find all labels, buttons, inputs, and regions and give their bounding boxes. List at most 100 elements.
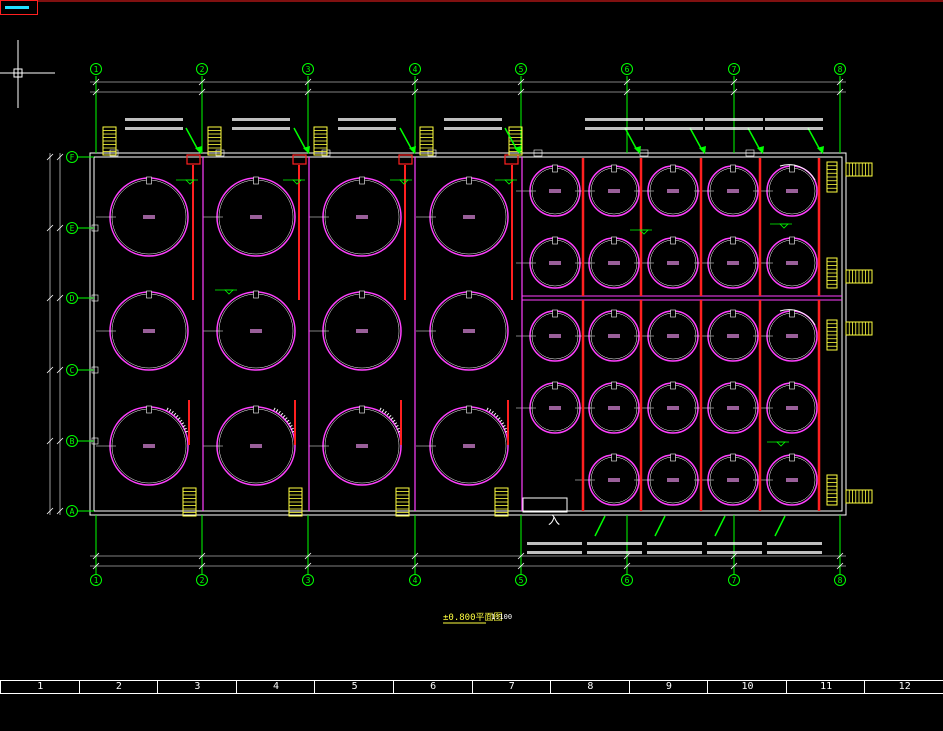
- axis-bubble-7-bottom: 7: [728, 574, 740, 586]
- svg-text:4: 4: [413, 65, 418, 74]
- tank-9: [203, 405, 296, 486]
- svg-text:C: C: [70, 366, 75, 375]
- ruler-cell-3: 3: [157, 681, 237, 693]
- tank-25: [694, 309, 759, 362]
- layout-tab-frame[interactable]: [0, 0, 38, 15]
- tank-14: [634, 164, 699, 217]
- svg-text:6: 6: [625, 576, 630, 585]
- axis-bubble-4-top: 4: [409, 63, 421, 75]
- axis-bubble-B: B: [66, 435, 78, 447]
- tank-10: [309, 405, 402, 486]
- axis-bubble-7-top: 7: [728, 63, 740, 75]
- tank-32: [575, 453, 640, 506]
- tank-27: [516, 381, 581, 434]
- tank-34: [694, 453, 759, 506]
- ruler-cell-2: 2: [78, 681, 159, 693]
- tank-19: [634, 236, 699, 289]
- partition-columns: [186, 154, 821, 511]
- spiral-stair-1: [273, 407, 296, 435]
- axis-bubble-5-bottom: 5: [515, 574, 527, 586]
- axis-bubble-D: D: [66, 292, 78, 304]
- tank-16: [753, 164, 818, 217]
- ruler-cell-1: 1: [0, 681, 80, 693]
- plan-title: ±0.800平面图: [443, 612, 503, 623]
- ruler-cell-11: 11: [785, 681, 866, 693]
- tank-1: [203, 176, 296, 257]
- axis-bubble-C: C: [66, 364, 78, 376]
- axis-bubble-E: E: [66, 222, 78, 234]
- axis-bubble-8-bottom: 8: [834, 574, 846, 586]
- spiral-stair-3: [486, 407, 509, 435]
- tank-31: [753, 381, 818, 434]
- axis-bubble-6-bottom: 6: [621, 574, 633, 586]
- svg-text:3: 3: [306, 576, 311, 585]
- tank-26: [753, 309, 818, 362]
- tank-20: [694, 236, 759, 289]
- ruler-cell-8: 8: [550, 681, 630, 693]
- tank-29: [634, 381, 699, 434]
- svg-text:A: A: [70, 507, 75, 516]
- tank-23: [575, 309, 640, 362]
- tanks-layer: [96, 164, 818, 506]
- tank-11: [416, 405, 509, 486]
- axis-bubble-1-top: 1: [90, 63, 102, 75]
- ruler-cell-5: 5: [314, 681, 394, 693]
- tank-35: [753, 453, 818, 506]
- svg-text:6: 6: [625, 65, 630, 74]
- tank-21: [753, 236, 818, 289]
- tank-5: [203, 290, 296, 371]
- svg-text:3: 3: [306, 65, 311, 74]
- axis-bubble-2-bottom: 2: [196, 574, 208, 586]
- ruler-cell-9: 9: [628, 681, 709, 693]
- spiral-stair-2: [379, 407, 402, 435]
- axis-bubble-6-top: 6: [621, 63, 633, 75]
- tank-12: [516, 164, 581, 217]
- tank-3: [416, 176, 509, 257]
- svg-text:7: 7: [732, 576, 737, 585]
- entrance-door: 入: [522, 497, 568, 527]
- svg-text:2: 2: [200, 65, 205, 74]
- tank-17: [516, 236, 581, 289]
- spiral-stair-0: [166, 407, 189, 435]
- annotation-leaders: [125, 118, 824, 554]
- stairs-layer: [102, 126, 873, 517]
- active-tab-indicator: [5, 6, 29, 9]
- axis-bubble-2-top: 2: [196, 63, 208, 75]
- tank-33: [634, 453, 699, 506]
- tank-8: [96, 405, 189, 486]
- ruler-cell-6: 6: [392, 681, 473, 693]
- dimension-lines: [46, 78, 846, 570]
- axis-bubble-1-bottom: 1: [90, 574, 102, 586]
- svg-text:1: 1: [94, 576, 99, 585]
- svg-text:7: 7: [732, 65, 737, 74]
- ruler-cell-4: 4: [235, 681, 316, 693]
- entrance-label: 入: [548, 513, 560, 527]
- ruler-cell-12: 12: [864, 681, 943, 693]
- svg-text:1: 1: [94, 65, 99, 74]
- axis-bubble-3-top: 3: [302, 63, 314, 75]
- svg-text:E: E: [70, 224, 75, 233]
- svg-text:8: 8: [838, 576, 843, 585]
- ruler-cell-10: 10: [707, 681, 787, 693]
- svg-text:D: D: [70, 294, 75, 303]
- tank-4: [96, 290, 189, 371]
- tank-24: [634, 309, 699, 362]
- svg-text:F: F: [70, 153, 75, 162]
- crosshair-cursor: [0, 40, 55, 108]
- svg-text:8: 8: [838, 65, 843, 74]
- svg-text:2: 2: [200, 576, 205, 585]
- tank-13: [575, 164, 640, 217]
- tank-7: [416, 290, 509, 371]
- tank-30: [694, 381, 759, 434]
- axis-bubble-F: F: [66, 151, 78, 163]
- svg-text:5: 5: [519, 65, 524, 74]
- axis-bubble-4-bottom: 4: [409, 574, 421, 586]
- plan-scale: 1:100: [491, 613, 512, 621]
- plan-title-block: ±0.800平面图 1:100: [443, 612, 512, 624]
- axis-bubble-5-top: 5: [515, 63, 527, 75]
- tank-18: [575, 236, 640, 289]
- svg-text:4: 4: [413, 576, 418, 585]
